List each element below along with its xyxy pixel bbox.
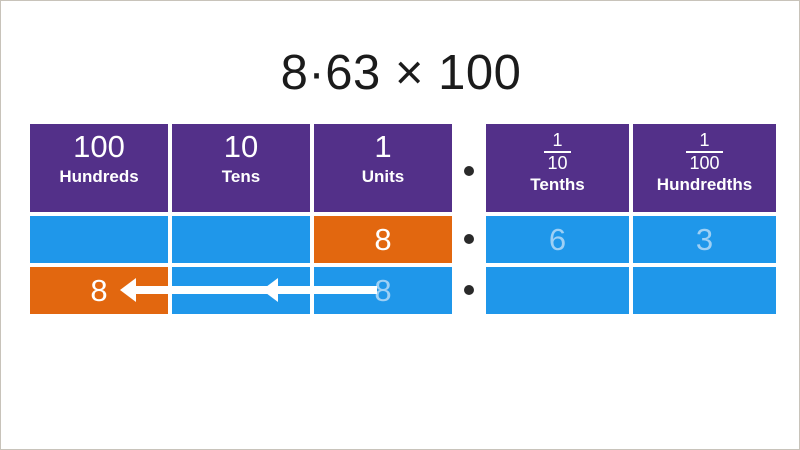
header-value-units: 1 — [374, 129, 392, 164]
header-label-tenths: Tenths — [530, 175, 585, 194]
header-cell-hundredths: 1 100 Hundredths — [633, 124, 776, 212]
cell-row1-tenths: 6 — [486, 216, 629, 263]
header-cell-units: 1 Units — [314, 124, 452, 212]
cell-row1-units: 8 — [314, 216, 452, 263]
place-value-chart: 100 Hundreds 10 Tens 1 Units 1 10 Tenths… — [30, 124, 776, 317]
page-title: 8·63 × 100 — [280, 46, 522, 100]
header-label-tens: Tens — [221, 167, 261, 186]
fraction-one-hundredth: 1 100 — [686, 130, 723, 173]
arrow-tens-to-hundreds-icon — [120, 278, 315, 302]
header-label-units: Units — [361, 167, 405, 186]
fraction-denominator-hundredths: 100 — [689, 153, 720, 173]
cell-row1-hundreds — [30, 216, 168, 263]
header-label-hundredths: Hundredths — [656, 175, 753, 194]
header-value-tens: 10 — [223, 129, 259, 164]
arrow-units-to-tens-icon — [262, 278, 377, 302]
cell-row2-tenths — [486, 267, 629, 314]
fraction-numerator-tenths: 1 — [552, 130, 563, 150]
fraction-denominator-tenths: 10 — [547, 153, 568, 173]
cell-row1-hundredths: 3 — [633, 216, 776, 263]
header-label-hundreds: Hundreds — [59, 167, 139, 186]
cell-row1-tens — [172, 216, 310, 263]
decimal-point-row1-icon — [464, 234, 474, 244]
header-cell-tenths: 1 10 Tenths — [486, 124, 629, 212]
header-cell-tens: 10 Tens — [172, 124, 310, 212]
fraction-bar-tenths — [544, 151, 571, 153]
header-cell-hundreds: 100 Hundreds — [30, 124, 168, 212]
header-value-hundreds: 100 — [73, 129, 125, 164]
fraction-bar-hundredths — [686, 151, 723, 153]
decimal-point-row2-icon — [464, 285, 474, 295]
decimal-point-header-icon — [464, 166, 474, 176]
cell-row2-hundredths — [633, 267, 776, 314]
fraction-numerator-hundredths: 1 — [699, 130, 710, 150]
fraction-one-tenth: 1 10 — [544, 130, 571, 173]
